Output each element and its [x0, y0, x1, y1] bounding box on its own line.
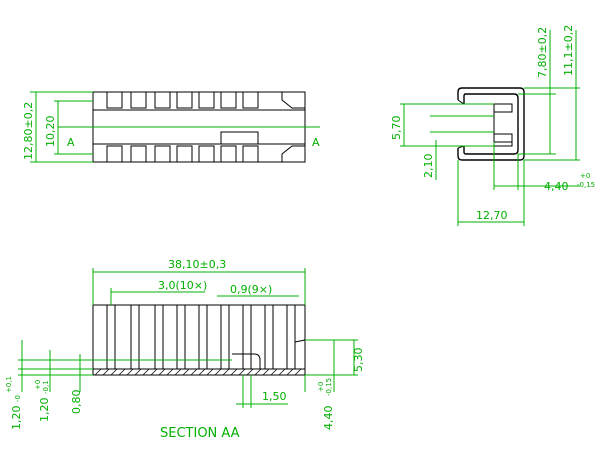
section-teeth — [106, 304, 296, 370]
section-view: 38,10±0,3 3,0(10×) 0,9(9×) 5,30 1,20 +0,… — [5, 258, 365, 441]
dim-depth-tol-lower: -0,15 — [577, 181, 595, 189]
dim-height-text: 12,80±0,2 — [22, 102, 35, 160]
dim-slot-text: 0,9(9×) — [230, 283, 272, 296]
dim-inner-text: 5,70 — [390, 116, 403, 141]
dim-depth-base-text: 4,40 — [322, 406, 335, 431]
dim-pitch-text: 3,0(10×) — [158, 279, 207, 292]
section-floor-hatch — [94, 368, 302, 376]
dim-width-text: 12,70 — [476, 209, 508, 222]
dim-depth-base-text: 4,40 — [544, 180, 569, 193]
dim-lower-text: 2,10 — [422, 154, 435, 179]
dim-thickness-b-text: 1,20 — [38, 398, 51, 423]
dim-thickness-b-tol-lower: -0,1 — [42, 380, 50, 394]
side-view: 7,80±0,2 11,1±0,2 5,70 2,10 4,40 +0 -0,1… — [390, 25, 595, 226]
section-mark-left: A — [67, 136, 75, 149]
dim-total-height-text: 11,1±0,2 — [562, 25, 575, 76]
dim-inner-text: 10,20 — [44, 116, 57, 148]
dim-depth-tol-lower: -0,15 — [325, 378, 333, 396]
dim-height-text: 5,30 — [352, 348, 365, 373]
dim-gap-text: 1,50 — [262, 390, 287, 403]
side-view-outer-profile — [457, 87, 525, 161]
dim-thickness-a-tol-lower: -0 — [14, 395, 22, 402]
top-view-latch — [220, 131, 259, 145]
side-view-inner-profile — [463, 93, 519, 155]
section-latch — [232, 353, 261, 369]
section-floor — [92, 368, 306, 376]
dim-depth-tol-upper: +0 — [580, 172, 590, 180]
top-view-lower-teeth — [106, 145, 305, 163]
top-view-upper-teeth — [106, 91, 305, 109]
dim-floor-text: 0,80 — [70, 390, 83, 415]
section-caption: SECTION AA — [160, 426, 240, 441]
dim-thickness-a-text: 1,20 — [10, 406, 23, 431]
dim-length-text: 38,10±0,3 — [168, 258, 226, 271]
top-view: A A 12,80±0,2 10,20 — [22, 91, 320, 163]
section-mark-right: A — [312, 136, 320, 149]
dim-thickness-b-tol-upper: +0 — [34, 380, 42, 390]
dim-depth-tol-upper: +0 — [317, 382, 325, 392]
dim-top-height-text: 7,80±0,2 — [536, 27, 549, 78]
dim-thickness-a-tol-upper: +0,1 — [5, 376, 13, 393]
